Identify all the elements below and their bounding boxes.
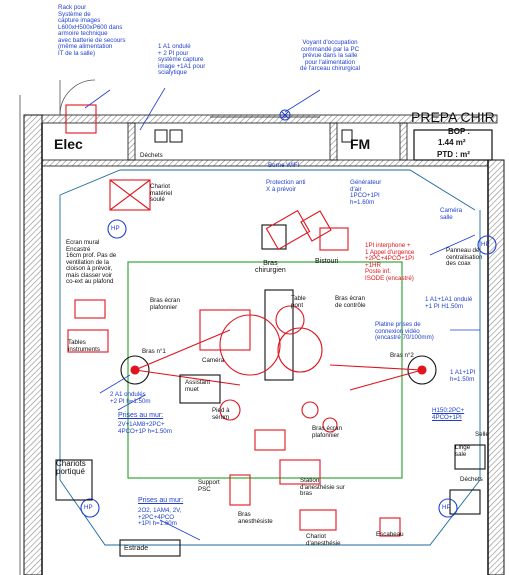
hp-icon: HP: [442, 504, 451, 511]
label-bras-ecran-plafonnier-2: Bras écran plafonnier: [312, 425, 342, 439]
label-dechets-right: Déchets: [460, 476, 483, 483]
label-ecran-mural: Ecran mural Encastré 16cm prof. Pas de v…: [66, 239, 117, 285]
room-outline: [59, 169, 481, 546]
label-camera-salle: Caméra salle: [440, 207, 463, 221]
room-fm: FM: [350, 136, 371, 152]
label-camera: Caméra: [202, 357, 225, 364]
label-bras-ecran-controle: Bras écran de contrôle: [335, 295, 366, 309]
leader-lines: [84, 87, 480, 541]
label-table-pont: Table pont: [291, 295, 306, 309]
label-prises-mur-left-values: 2V+1AM8+2PC+ 4PCO+1P h=1.50m: [118, 421, 172, 435]
hp-icon: HP: [481, 241, 490, 248]
label-generateur: Générateur d'air 1PCO+1PI h=1.60m: [350, 179, 382, 206]
label-bras-anesthesiste: Bras anesthésiste: [238, 511, 273, 525]
label-bistouri: Bistouri: [315, 258, 339, 265]
label-rack: Rack pour Système de capture images L600…: [58, 4, 126, 57]
rack-box: [65, 104, 97, 134]
label-left-a1: 2 A1 ondulés +2 PI h=1.50m: [110, 391, 151, 405]
label-chariots-porteur: Chariots portiqué: [56, 459, 86, 477]
hp-icon: HP: [84, 504, 93, 511]
walls: [19, 79, 505, 575]
label-a1-ondule: 1 A1 ondulé + 2 PI pour système capture …: [158, 43, 206, 76]
label-panneau: Panneau de centralisation des coax: [446, 247, 483, 267]
label-a1-ondule-right: 1 A1+1A1 ondulé +1 PI H1.50m: [425, 296, 473, 310]
label-borne-wifi: Borne WIFI: [268, 162, 300, 169]
hp-icon: HP: [111, 225, 120, 232]
label-prises-mur-bottom: Prises au mur:: [138, 497, 184, 504]
label-bras-chirurgien: Bras chirurgien: [255, 260, 286, 275]
equipment: [55, 104, 497, 557]
label-bras-n2: Bras n°2: [390, 352, 414, 359]
label-station-anesthesie: Station d'anesthésie sur bras: [300, 477, 345, 497]
label-prises-mur-left: Prises au mur:: [118, 412, 164, 419]
label-pied-serum: Pied à sérum: [212, 407, 230, 421]
label-h150: H150:2PC+ 4PCO+1PI: [432, 407, 465, 421]
label-interphone: 1PI interphone + 1 Appel d'urgence +2PC+…: [365, 242, 415, 282]
label-selle: Selle: [475, 431, 489, 438]
room-prepa: PREPA CHIR: [411, 109, 495, 125]
label-estrade: Estrade: [124, 545, 149, 552]
sterile-zone: [127, 261, 403, 479]
label-chariot-anesthesie: Chariot d'anesthésie: [306, 533, 341, 547]
label-dechets-top: Déchets: [140, 152, 163, 159]
label-protection: Protection anti X à prévoir: [266, 179, 306, 193]
room-elec: Elec: [54, 136, 83, 152]
label-voyant: Voyant d'occupation commandé par la PC p…: [300, 39, 360, 72]
label-platine: Platine prises de connexion vidéo (encas…: [375, 321, 434, 341]
label-tables-instruments: Tables instruments: [68, 339, 100, 353]
label-right-a1: 1 A1+1PI h=1.50m: [450, 369, 476, 383]
label-bras-n1: Bras n°1: [142, 348, 166, 355]
label-prises-mur-bottom-values: 2O2, 1AM4, 2V, +2PC+4PCO +1PI h=1.60m: [138, 507, 182, 527]
bop-label: BOP :: [448, 127, 471, 136]
ptd-label: PTD : m²: [437, 150, 470, 159]
label-support-psc: Support PSC: [198, 479, 220, 493]
label-escabeau: Escabeau: [376, 531, 404, 538]
label-linge: Linge sale: [455, 444, 471, 458]
label-chariot-materiel: Chariot matériel soulé: [150, 183, 173, 203]
label-bras-ecran-plafonnier: Bras écran plafonnier: [150, 297, 180, 311]
bop-area: 1.44 m²: [438, 138, 466, 147]
label-assistant: Assistant muet: [185, 379, 211, 393]
